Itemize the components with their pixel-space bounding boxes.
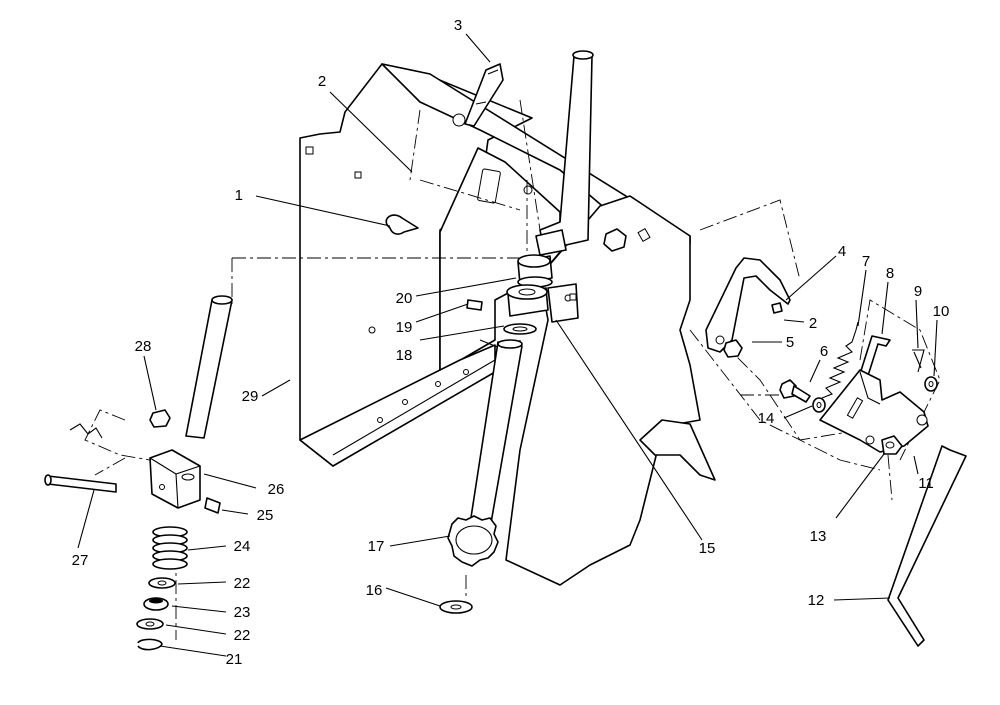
callout-2: 2: [318, 73, 326, 90]
callout-13: 13: [810, 528, 827, 545]
callout-15: 15: [699, 540, 716, 557]
pin-3: [464, 63, 504, 127]
leader-lines: [77, 33, 938, 657]
callout-28: 28: [135, 338, 152, 355]
callout-29: 29: [242, 388, 259, 405]
callout-20: 20: [396, 290, 413, 307]
callout-12: 12: [808, 592, 825, 609]
callout-23: 23: [234, 604, 251, 621]
callout-labels: 1 2 2 3 4 5 6 7 8 9 10 11 12 13 14 15 16…: [72, 17, 950, 668]
callout-6: 6: [820, 343, 828, 360]
callout-17: 17: [368, 538, 385, 555]
callout-2-right: 2: [809, 315, 817, 332]
callout-9: 9: [914, 283, 922, 300]
callout-18: 18: [396, 347, 413, 364]
callout-24: 24: [234, 538, 251, 555]
linkage-assembly: [705, 257, 967, 647]
assembly-lines: [84, 99, 941, 640]
callout-3: 3: [454, 17, 462, 34]
lever-assembly: [44, 409, 221, 651]
callout-8: 8: [886, 265, 894, 282]
callout-16: 16: [366, 582, 383, 599]
callout-19: 19: [396, 319, 413, 336]
callout-10: 10: [933, 303, 950, 320]
callout-22-lower: 22: [234, 627, 251, 644]
spring-24: [152, 526, 188, 570]
callout-21: 21: [226, 651, 243, 668]
callout-7: 7: [862, 253, 870, 270]
callout-27: 27: [72, 552, 89, 569]
center-parts: [385, 214, 553, 614]
rod-29: [185, 295, 233, 439]
callout-4: 4: [838, 243, 846, 260]
vertical-shaft: [535, 50, 594, 256]
callout-22: 22: [234, 575, 251, 592]
callout-26: 26: [268, 481, 285, 498]
callout-25: 25: [257, 507, 274, 524]
callout-11: 11: [918, 475, 934, 492]
callout-14: 14: [758, 410, 775, 427]
callout-1: 1: [235, 187, 243, 204]
callout-5: 5: [786, 334, 794, 351]
main-housing: [299, 63, 716, 586]
